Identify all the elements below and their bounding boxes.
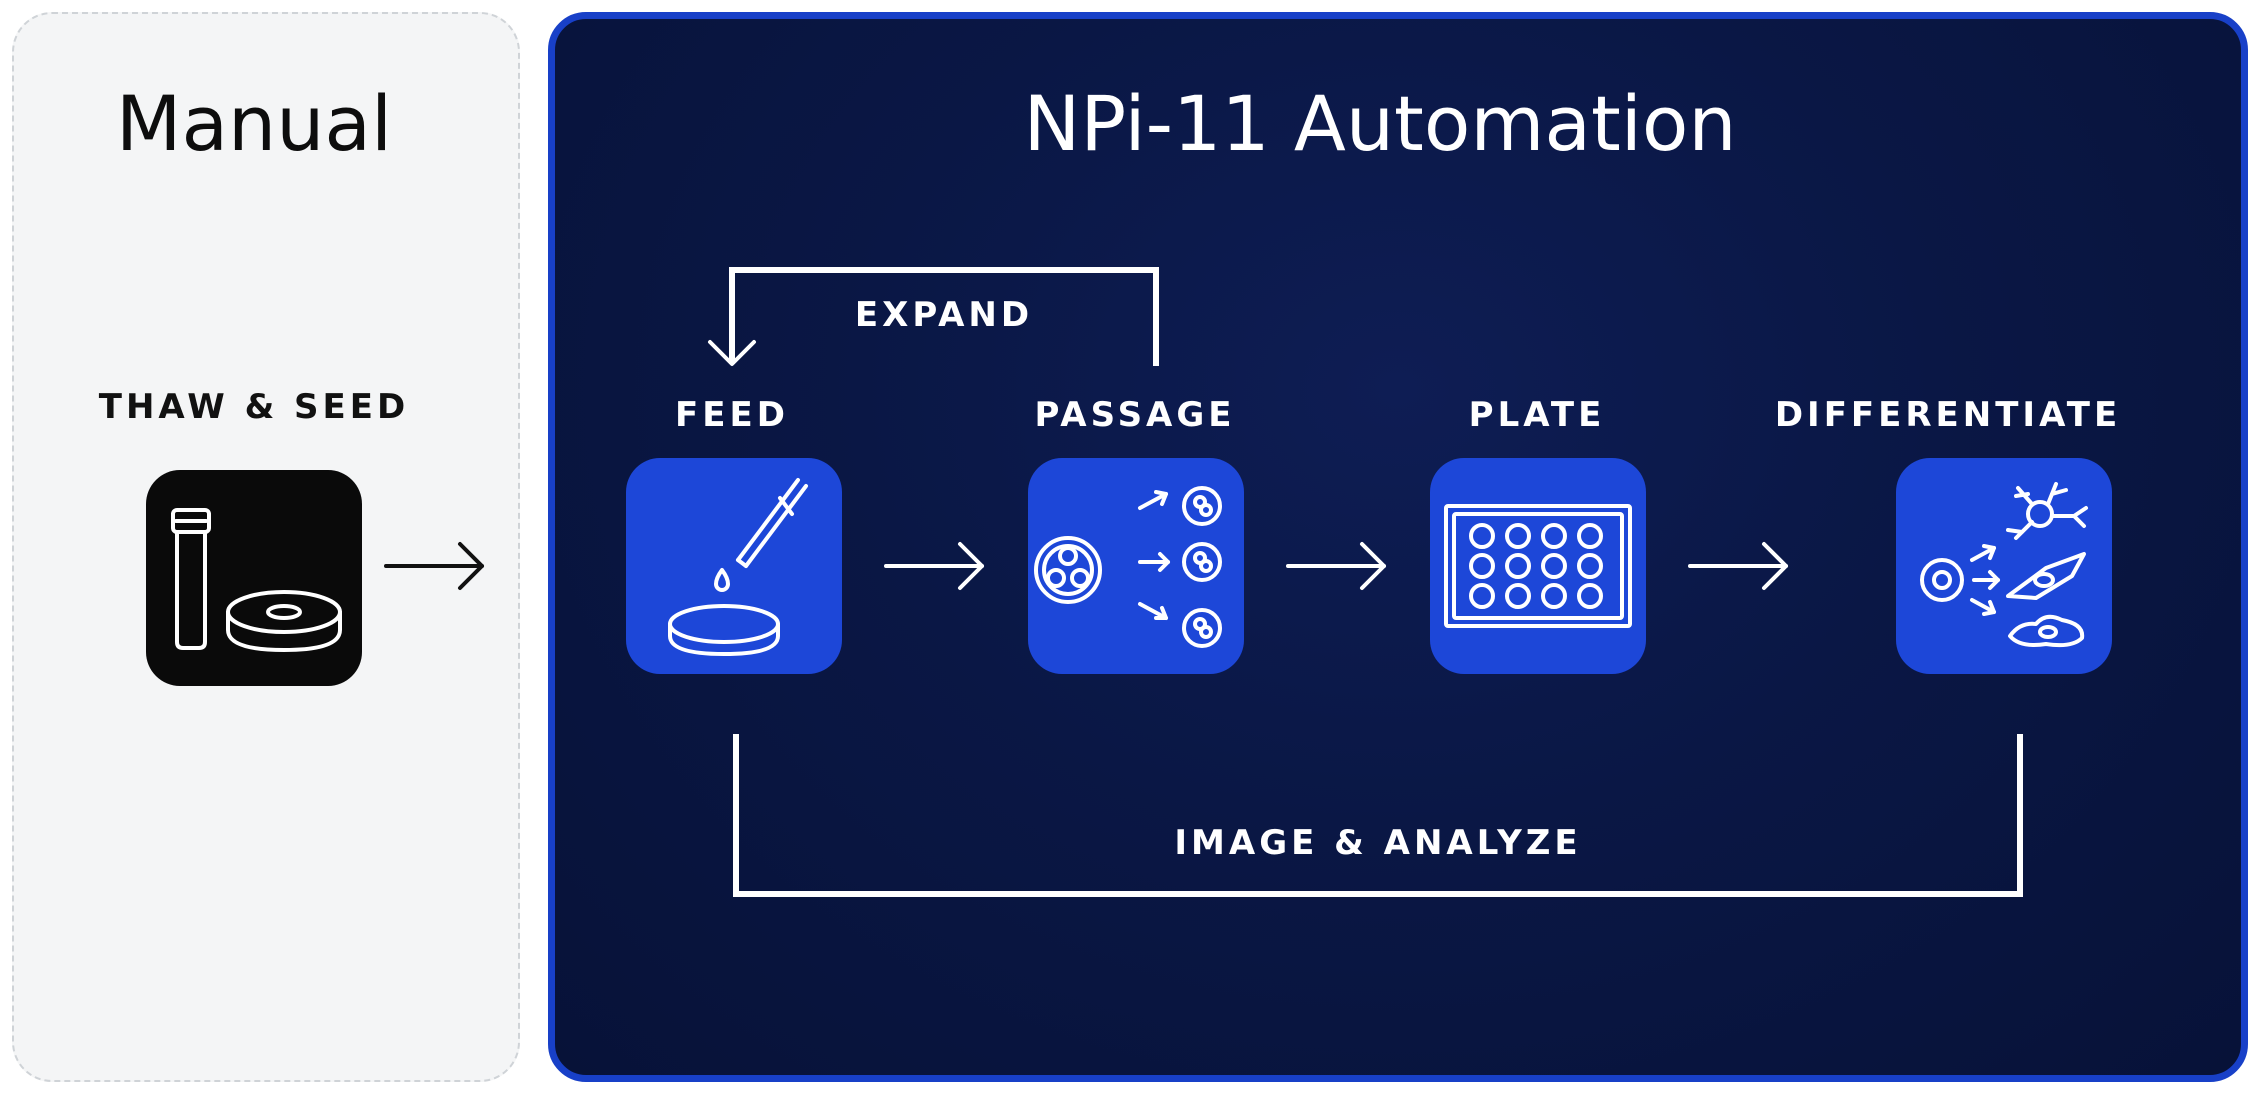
plate-label: PLATE: [1468, 395, 1606, 435]
well-plate-icon: [1430, 458, 1646, 674]
differentiate-label: DIFFERENTIATE: [1774, 395, 2122, 435]
vial-and-dish-icon: [146, 470, 362, 686]
cell-types-icon: [1896, 458, 2112, 674]
expand-label: EXPAND: [854, 295, 1034, 335]
thaw-seed-label: THAW & SEED: [98, 387, 410, 427]
automation-title: NPi-11 Automation: [1023, 79, 1737, 168]
manual-title: Manual: [115, 79, 393, 168]
passage-label: PASSAGE: [1034, 395, 1236, 435]
cell-split-icon: [1028, 458, 1244, 674]
image-analyze-label: IMAGE & ANALYZE: [1174, 823, 1582, 863]
feed-label: FEED: [675, 395, 789, 435]
pipette-dish-icon: [626, 458, 842, 674]
